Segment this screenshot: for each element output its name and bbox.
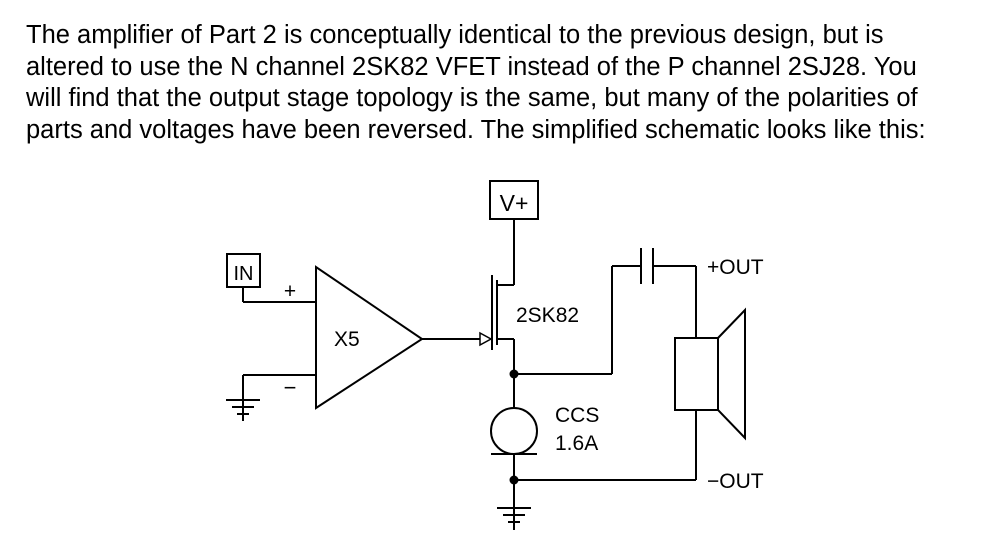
- ground-icon: [226, 392, 260, 421]
- gate-arrow: [479, 331, 493, 347]
- opamp-plus-label: +: [284, 280, 296, 303]
- schematic-stroke: [490, 407, 538, 455]
- current-source: [490, 407, 538, 455]
- opamp-gain-label: X5: [334, 328, 360, 351]
- intro-line: parts and voltages have been reversed. T…: [26, 115, 926, 144]
- out-minus-label: −OUT: [707, 470, 764, 493]
- ground-icon: [497, 500, 531, 530]
- opamp-triangle: [315, 265, 424, 410]
- input-label: IN: [234, 263, 254, 285]
- schematic-stroke: [717, 307, 746, 441]
- ground-junction: [509, 475, 519, 485]
- fet-label: 2SK82: [516, 304, 579, 327]
- input-terminal: IN: [226, 253, 261, 288]
- intro-paragraph: The amplifier of Part 2 is conceptually …: [26, 20, 996, 146]
- supply-label: V+: [500, 190, 529, 216]
- intro-line: The amplifier of Part 2 is conceptually …: [26, 21, 884, 49]
- intro-line: altered to use the N channel 2SK82 VFET …: [26, 52, 917, 81]
- ccs-value: 1.6A: [555, 432, 598, 455]
- supply-terminal: V+: [489, 180, 539, 220]
- coupling-capacitor: [640, 248, 654, 284]
- opamp-minus-label: −: [284, 375, 297, 400]
- ccs-label: CCS: [555, 404, 599, 427]
- intro-line: will find that the output stage topology…: [26, 84, 918, 112]
- vfet-symbol: [479, 275, 514, 350]
- speaker-icon: [674, 307, 746, 441]
- out-plus-label: +OUT: [707, 256, 764, 279]
- schematic-stroke: [674, 337, 719, 411]
